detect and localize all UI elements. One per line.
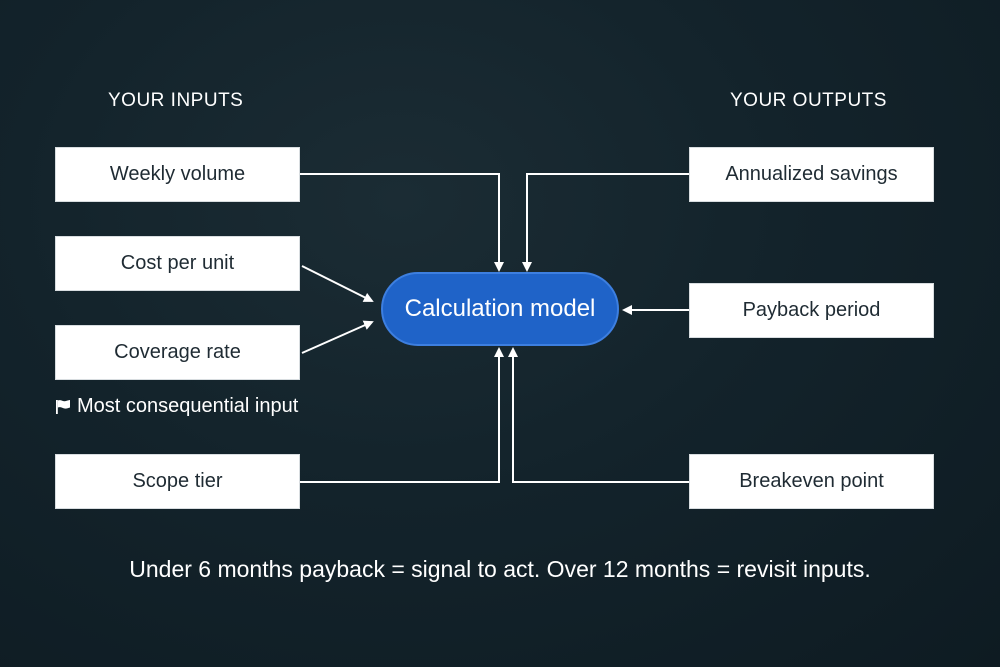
- connector-breakeven-point: [508, 347, 689, 483]
- calculation-model-node: Calculation model: [381, 272, 619, 346]
- connector-weekly-volume: [300, 173, 504, 272]
- output-breakeven-point: Breakeven point: [689, 454, 934, 509]
- note-text: Most consequential input: [77, 395, 299, 417]
- connector-annualized-savings: [522, 173, 690, 272]
- input-coverage-rate: Coverage rate: [55, 325, 300, 380]
- input-cost-per-unit: Cost per unit: [55, 236, 300, 291]
- inputs-heading: YOUR INPUTS: [108, 90, 244, 111]
- connector-scope-tier: [300, 347, 504, 483]
- outputs-heading: YOUR OUTPUTS: [730, 90, 887, 111]
- footer-guidance: Under 6 months payback = signal to act. …: [129, 556, 871, 582]
- connector-cost-per-unit: [301, 265, 374, 302]
- flag-icon: [56, 399, 70, 414]
- consequential-note: Most consequential input: [55, 395, 298, 418]
- input-weekly-volume: Weekly volume: [55, 147, 300, 202]
- connector-coverage-rate: [301, 320, 374, 354]
- input-scope-tier: Scope tier: [55, 454, 300, 509]
- output-payback-period: Payback period: [689, 283, 934, 338]
- output-annualized-savings: Annualized savings: [689, 147, 934, 202]
